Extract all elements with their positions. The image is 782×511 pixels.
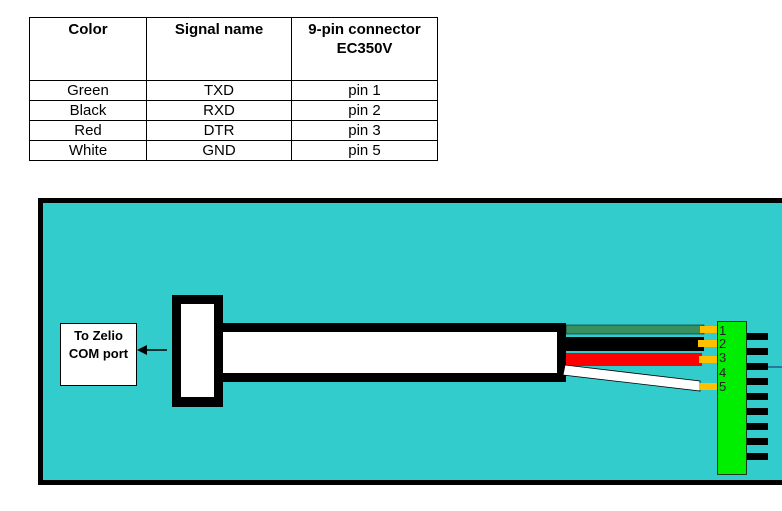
- cell: Black: [29, 100, 147, 121]
- cell: Green: [29, 80, 147, 101]
- cell: DTR: [146, 120, 292, 141]
- cell: White: [29, 140, 147, 161]
- cell: pin 3: [291, 120, 438, 141]
- pin-3: [699, 356, 718, 363]
- header-signal: Signal name: [146, 17, 292, 81]
- green-wire: [565, 324, 705, 335]
- cell: pin 1: [291, 80, 438, 101]
- table-header-row: Color Signal name 9-pin connector EC350V: [29, 17, 438, 81]
- pin-2: [698, 340, 718, 347]
- arrow-head-icon: [137, 345, 147, 355]
- ec350v-connector: [717, 321, 747, 475]
- pin-number-2: 2: [719, 336, 727, 351]
- cell: pin 5: [291, 140, 438, 161]
- to-zelio-com-port-label: To Zelio COM port: [60, 323, 137, 386]
- red-wire: [566, 353, 702, 366]
- pin-number-4: 4: [719, 365, 727, 380]
- cell: Red: [29, 120, 147, 141]
- connector-pins: [747, 333, 768, 460]
- header-color: Color: [29, 17, 147, 81]
- pin-number-5: 5: [719, 379, 727, 394]
- pin-5: [699, 383, 718, 390]
- cell: pin 2: [291, 100, 438, 121]
- pin-number-1: 1: [719, 323, 727, 338]
- cable-inner: [223, 332, 557, 373]
- db9-connector-inner: [181, 304, 214, 397]
- white-wire: [562, 364, 701, 392]
- cell: GND: [146, 140, 292, 161]
- black-wire: [566, 337, 704, 351]
- pin-number-3: 3: [719, 350, 727, 365]
- pin-1: [700, 326, 718, 333]
- wiring-table: Color Signal name 9-pin connector EC350V…: [29, 17, 438, 161]
